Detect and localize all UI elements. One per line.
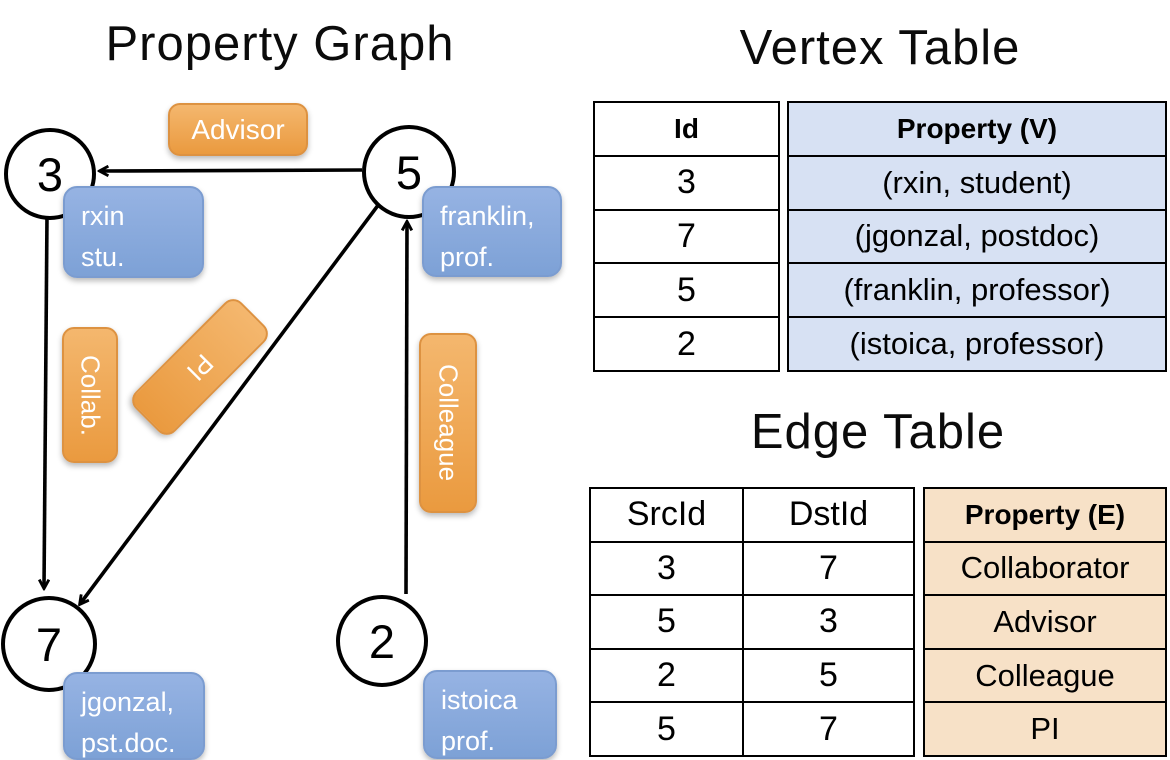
edge-label-text: Colleague (433, 364, 464, 482)
edge-table: SrcId DstId 3 7 5 3 2 5 5 7 Property (E)… (589, 487, 1167, 757)
vertex-table-property-cell: (jgonzal, postdoc) (789, 208, 1165, 263)
edge-table-title: Edge Table (750, 405, 1006, 459)
vertex-table: Id 3 7 5 2 Property (V) (rxin, student) … (593, 101, 1167, 372)
graph-node-2: 2 (336, 595, 428, 687)
edge-table-dstid-cell: 7 (742, 703, 913, 755)
edge-table-property-cell: PI (925, 701, 1165, 755)
edge-table-dstid-cell: 7 (742, 542, 913, 595)
vertex-table-id-header: Id (674, 112, 699, 144)
vertex-table-property-column: Property (V) (rxin, student) (jgonzal, p… (787, 101, 1167, 372)
edge-label-colleague: Colleague (419, 333, 477, 513)
edge-5-to-3-arrow (100, 170, 363, 171)
edge-table-property-cell: Advisor (925, 594, 1165, 648)
graph-node-5: 5 (362, 125, 456, 219)
edge-table-srcid-cell: 2 (657, 656, 676, 695)
vertex-callout-line2: pst.doc. (81, 727, 176, 758)
vertex-callout-line1: jgonzal, (81, 687, 175, 717)
vertex-callout-line1: istoica (441, 685, 518, 715)
vertex-callout-franklin: franklin, prof. (422, 186, 562, 277)
edge-label-text: PI (181, 348, 220, 387)
vertex-table-id-cell: 2 (595, 316, 778, 370)
edge-table-id-columns: SrcId DstId 3 7 5 3 2 5 5 7 (589, 487, 915, 757)
vertex-table-id-cell: 5 (595, 262, 778, 316)
edge-5-to-7-arrow (80, 202, 381, 604)
edge-table-srcid-header: SrcId (626, 495, 707, 534)
edge-table-property-column: Property (E) Collaborator Advisor Collea… (923, 487, 1167, 757)
vertex-table-property-header: Property (V) (789, 103, 1165, 155)
vertex-callout-line1: rxin (81, 201, 125, 231)
node-id-label: 7 (35, 617, 63, 671)
edge-table-property-cell: Colleague (925, 647, 1165, 702)
property-graph-title: Property Graph (105, 17, 455, 71)
vertex-callout-line1: franklin, (440, 201, 535, 231)
vertex-callout-line2: prof. (441, 725, 496, 756)
edge-table-property-cell: Collaborator (925, 540, 1165, 595)
vertex-table-id-column: Id 3 7 5 2 (593, 101, 780, 372)
edge-table-srcid-cell: 5 (657, 709, 676, 748)
graph-edges-canvas (0, 0, 560, 760)
edge-2-to-5-arrow (406, 222, 407, 595)
vertex-table-id-cell: 3 (595, 154, 778, 209)
vertex-callout-line2: prof. (440, 241, 495, 272)
edge-table-row: 5 7 (591, 701, 913, 755)
edge-table-row: 2 5 (591, 647, 913, 702)
edge-table-header-row: SrcId DstId (591, 489, 913, 541)
vertex-callout-rxin: rxin stu. (63, 186, 204, 278)
edge-table-dstid-header: DstId (742, 489, 913, 541)
edge-table-srcid-cell: 5 (657, 602, 676, 641)
vertex-callout-jgonzal: jgonzal, pst.doc. (63, 672, 205, 760)
vertex-callout-istoica: istoica prof. (423, 670, 557, 759)
edge-3-to-7-arrow (44, 215, 47, 588)
node-id-label: 2 (368, 614, 396, 668)
edge-label-text: Advisor (191, 113, 285, 145)
vertex-table-id-cell: 7 (595, 208, 778, 263)
vertex-table-property-cell: (rxin, student) (789, 154, 1165, 209)
edge-table-row: 5 3 (591, 594, 913, 648)
edge-label-text: Collab. (75, 354, 106, 436)
edge-table-srcid-cell: 3 (657, 548, 676, 587)
edge-label-advisor: Advisor (168, 103, 308, 156)
edge-label-collab: Collab. (62, 327, 118, 463)
edge-table-dstid-cell: 5 (742, 649, 913, 702)
node-id-label: 5 (395, 145, 423, 199)
edge-table-dstid-cell: 3 (742, 596, 913, 648)
vertex-table-title: Vertex Table (739, 21, 1021, 75)
edge-table-row: 3 7 (591, 540, 913, 595)
vertex-callout-line2: stu. (81, 241, 125, 272)
vertex-table-property-cell: (istoica, professor) (789, 316, 1165, 370)
vertex-table-property-cell: (franklin, professor) (789, 262, 1165, 317)
edge-table-property-header: Property (E) (925, 489, 1165, 541)
node-id-label: 3 (36, 147, 64, 201)
